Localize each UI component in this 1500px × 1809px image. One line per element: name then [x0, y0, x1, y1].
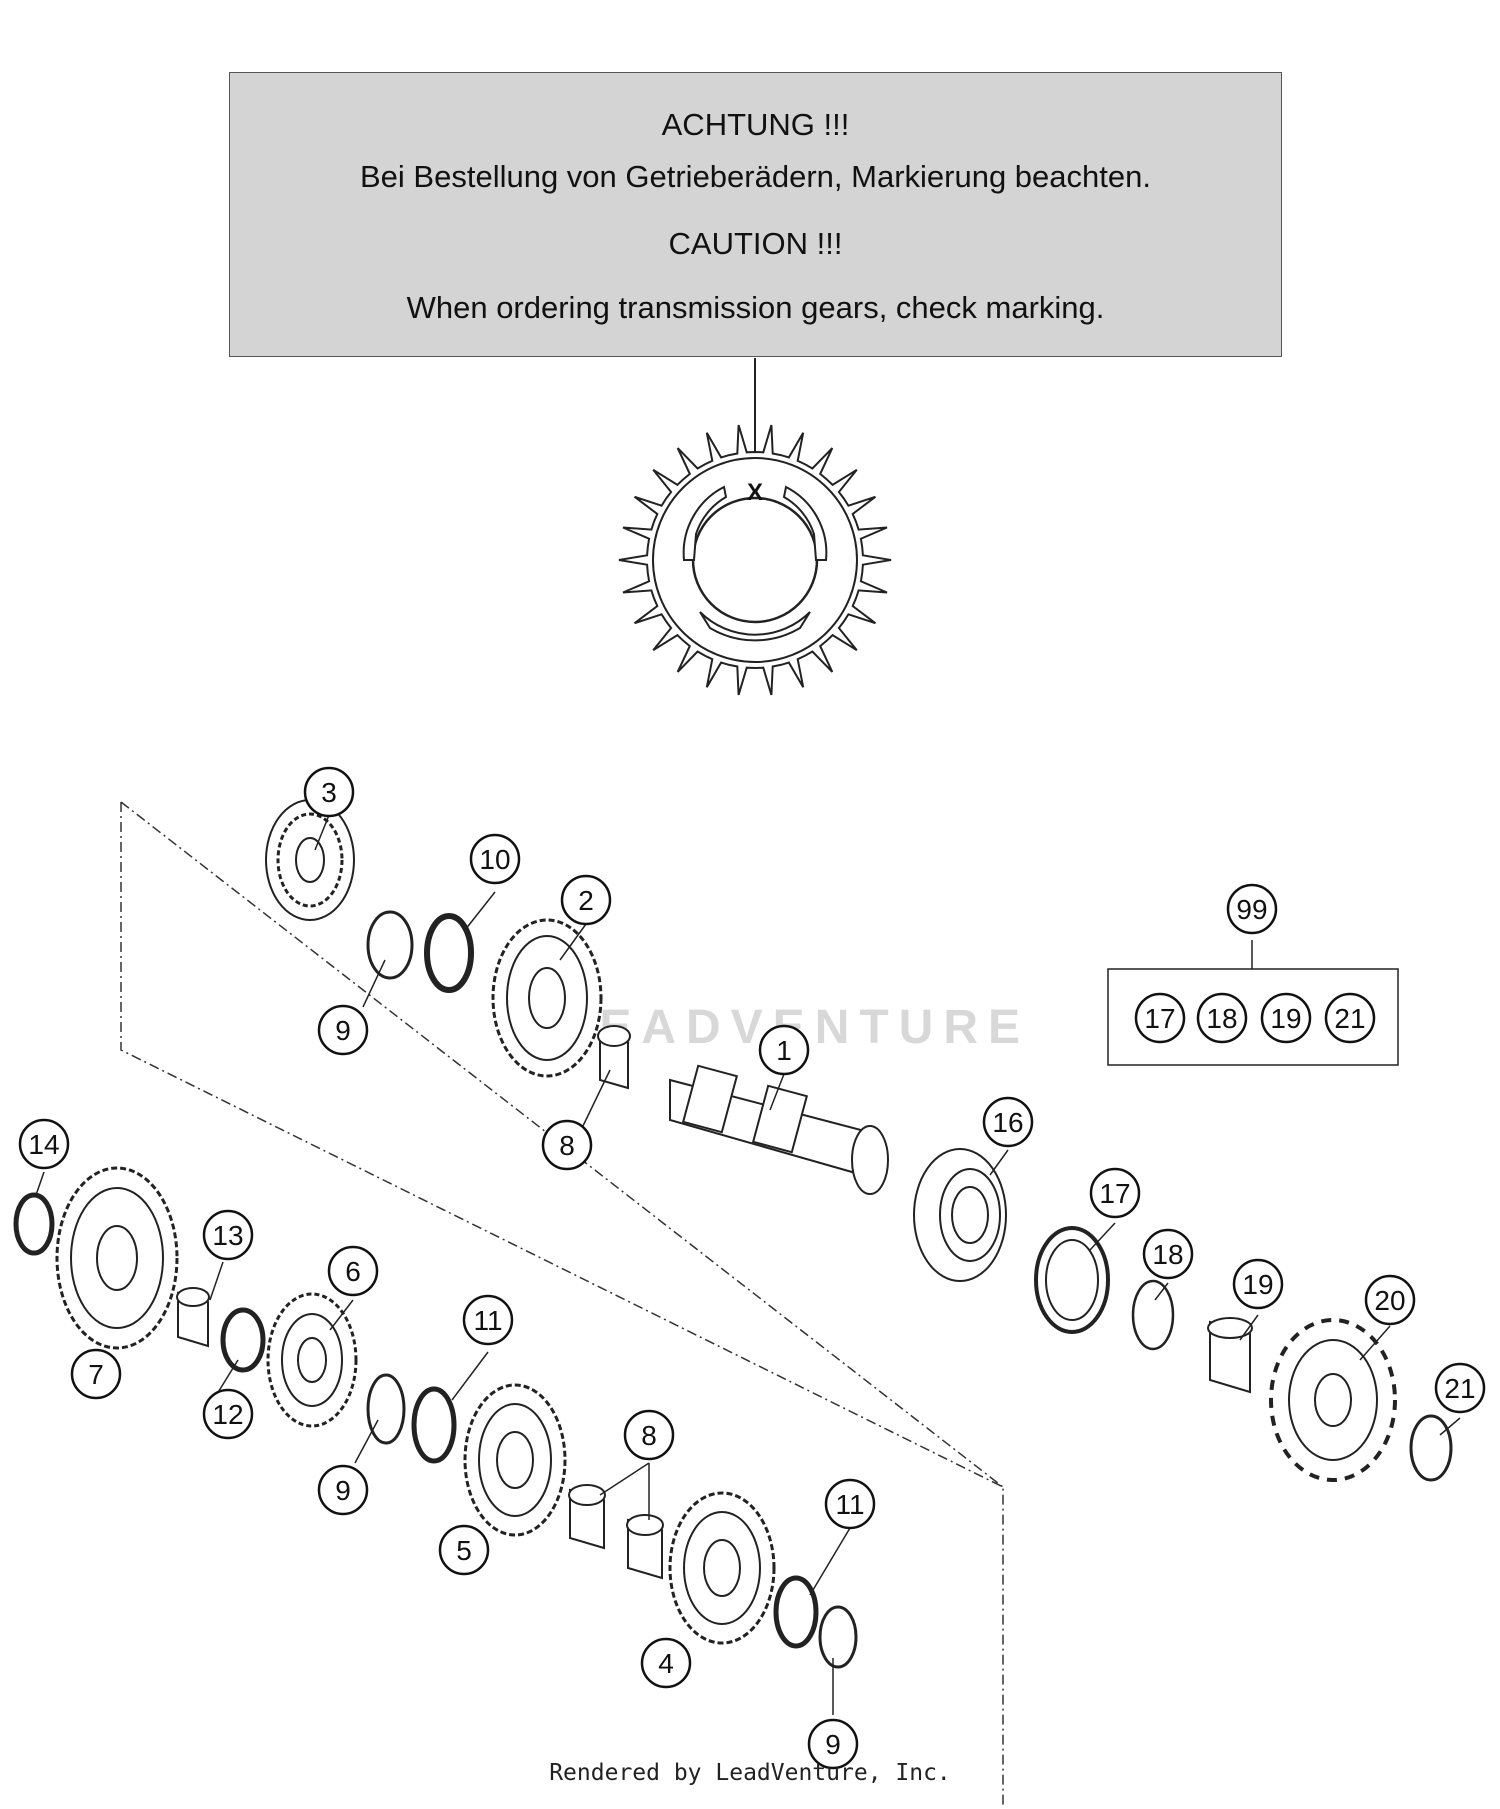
callout-label: 17 [1099, 1178, 1130, 1209]
callout-label: 7 [88, 1359, 104, 1390]
callout-14: 14 [18, 1118, 70, 1170]
callout-label: 16 [992, 1107, 1023, 1138]
callout-label: 9 [335, 1475, 351, 1506]
washer-icon [773, 1575, 819, 1649]
bushing-icon [568, 1484, 606, 1550]
circlip-icon [366, 1373, 406, 1445]
callout-label: 9 [825, 1729, 841, 1760]
callout-18: 18 [1142, 1228, 1194, 1280]
marked-gear-icon: X [618, 424, 892, 696]
callout-6: 6 [327, 1245, 379, 1297]
kit-item-17: 17 [1134, 992, 1186, 1044]
callout-label: 8 [641, 1420, 657, 1451]
kit-item-label: 21 [1334, 1003, 1365, 1034]
washer-icon [13, 1192, 55, 1256]
caution-notice: ACHTUNG !!! Bei Bestellung von Getrieber… [229, 72, 1282, 357]
assembly-outline [120, 801, 1004, 1807]
kit-item-19: 19 [1260, 992, 1312, 1044]
kit-item-21: 21 [1324, 992, 1376, 1044]
callout-8: 8 [623, 1409, 675, 1461]
callout-2: 2 [560, 874, 612, 926]
callout-21: 21 [1434, 1362, 1486, 1414]
callout-label: 12 [212, 1399, 243, 1430]
callout-17: 17 [1089, 1167, 1141, 1219]
callout-8: 8 [541, 1119, 593, 1171]
caution-text-en: When ordering transmission gears, check … [406, 290, 1105, 325]
kit-item-label: 19 [1270, 1003, 1301, 1034]
spacer-sleeve-icon [1207, 1317, 1253, 1394]
gear-4-icon [668, 1491, 776, 1645]
callout-1: 1 [758, 1024, 810, 1076]
callout-label: 19 [1242, 1269, 1273, 1300]
callout-label: 8 [559, 1130, 575, 1161]
circlip-icon [366, 910, 414, 980]
callout-9: 9 [317, 1004, 369, 1056]
kit-item-18: 18 [1196, 992, 1248, 1044]
main-shaft-icon [669, 1064, 889, 1195]
gear-3-icon [265, 799, 355, 921]
callout-3: 3 [303, 766, 355, 818]
callout-label: 10 [479, 844, 510, 875]
callout-9: 9 [807, 1718, 859, 1770]
callout-12: 12 [202, 1388, 254, 1440]
callout-label: 11 [835, 1489, 864, 1520]
bearing-icon [913, 1148, 1007, 1282]
washer-icon [424, 913, 474, 993]
callout-label: 20 [1374, 1285, 1405, 1316]
callout-11: 11 [462, 1294, 514, 1346]
callout-label: 99 [1236, 894, 1267, 925]
shaft-seal-icon [1034, 1226, 1110, 1334]
washer-icon [220, 1307, 266, 1373]
callout-99: 99 [1226, 883, 1278, 935]
callout-4: 4 [640, 1637, 692, 1689]
caution-heading-de: ACHTUNG !!! [661, 107, 850, 142]
bushing-icon [626, 1514, 664, 1580]
gear-2-icon [491, 918, 603, 1078]
callout-label: 21 [1444, 1373, 1475, 1404]
gear-6-icon [266, 1292, 358, 1428]
o-ring-icon [1131, 1279, 1175, 1351]
callout-label: 4 [658, 1648, 674, 1679]
gear-5-icon [463, 1383, 567, 1537]
kit-item-label: 17 [1144, 1003, 1175, 1034]
callout-9: 9 [317, 1464, 369, 1516]
callout-19: 19 [1232, 1258, 1284, 1310]
callout-16: 16 [982, 1096, 1034, 1148]
callout-label: 2 [578, 885, 594, 916]
callout-label: 3 [321, 777, 337, 808]
callout-5: 5 [438, 1524, 490, 1576]
circlip-icon [818, 1605, 858, 1669]
washer-icon [411, 1386, 457, 1464]
callout-label: 14 [28, 1129, 59, 1160]
callout-label: 13 [212, 1220, 243, 1251]
bushing-icon [597, 1025, 631, 1090]
kit-item-label: 18 [1206, 1003, 1237, 1034]
caution-text-de: Bei Bestellung von Getrieberädern, Marki… [360, 159, 1151, 194]
callout-11: 11 [824, 1478, 876, 1530]
snap-ring-icon [1409, 1414, 1453, 1482]
gear-7-icon [55, 1166, 179, 1350]
marking-letter: X [747, 479, 763, 506]
footer-caption: Rendered by LeadVenture, Inc. [549, 1760, 951, 1786]
callout-7: 7 [70, 1348, 122, 1400]
callout-label: 1 [776, 1035, 792, 1066]
callout-label: 5 [456, 1535, 472, 1566]
caution-heading-en: CAUTION !!! [668, 226, 843, 261]
callout-label: 11 [473, 1305, 502, 1336]
sprocket-icon [1269, 1318, 1397, 1482]
callout-label: 6 [345, 1256, 361, 1287]
leader-lines [35, 814, 1461, 1715]
callout-13: 13 [202, 1209, 254, 1261]
callout-label: 18 [1152, 1239, 1183, 1270]
callouts: 1234567889991011111213141617181920219917… [18, 766, 1486, 1770]
callout-10: 10 [469, 833, 521, 885]
callout-20: 20 [1364, 1274, 1416, 1326]
callout-label: 9 [335, 1015, 351, 1046]
bushing-icon [176, 1287, 210, 1348]
